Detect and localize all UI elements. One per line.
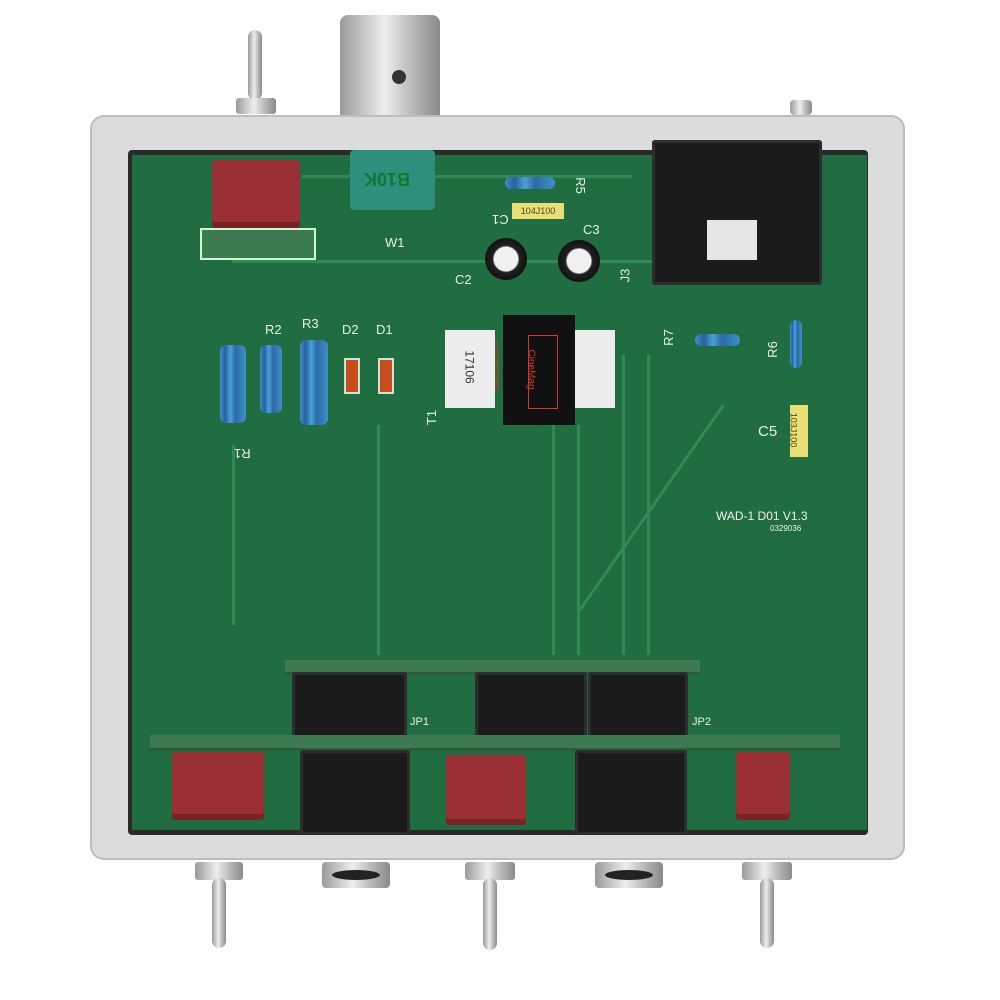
label-c5: C5 <box>758 423 778 440</box>
toggle-left-nut <box>195 862 243 880</box>
label-c2: C2 <box>455 272 472 287</box>
transformer-part-number: 17106 <box>462 350 477 384</box>
label-r6: R6 <box>764 341 780 358</box>
toggle-left-lever[interactable] <box>212 878 226 948</box>
jack-jp2[interactable] <box>575 750 687 835</box>
c1-marking: 104J100 <box>520 206 556 216</box>
jack-jp1-front-nut[interactable] <box>322 862 390 888</box>
cinemag-subtitle: USA TRANSFORMER <box>492 341 499 391</box>
label-r2: R2 <box>265 322 282 337</box>
label-d2: D2 <box>342 322 359 337</box>
transformer-right-bobbin <box>575 330 615 408</box>
c5-marking: 103J100 <box>788 412 799 448</box>
transformer-left-bobbin: 17106 <box>445 330 495 408</box>
label-c1: C1 <box>492 212 509 227</box>
top-toggle-lever[interactable] <box>248 30 262 100</box>
resistor-r2 <box>260 345 282 413</box>
board-model: WAD-1 D01 V1.3 <box>716 509 808 523</box>
transformer-core: CineMag USA TRANSFORMER <box>493 315 575 425</box>
label-r1: R1 <box>234 446 251 461</box>
label-jp2: JP2 <box>692 716 711 728</box>
label-r5: R5 <box>572 177 588 194</box>
resistor-r6 <box>790 320 802 368</box>
jack-jp2-front-nut[interactable] <box>595 862 663 888</box>
resistor-r7 <box>695 334 740 346</box>
label-j3: J3 <box>617 268 633 283</box>
label-d1: D1 <box>376 322 393 337</box>
label-r7: R7 <box>660 329 676 346</box>
cinemag-logo: CineMag <box>526 335 558 409</box>
knob-set-screw <box>392 70 406 84</box>
label-c3: C3 <box>583 222 600 237</box>
label-jp1: JP1 <box>410 716 429 728</box>
jack-jp1[interactable] <box>300 750 410 835</box>
diode-d2 <box>344 358 360 394</box>
capacitor-c1: 104J100 <box>512 203 564 219</box>
xlr-connector-j3[interactable] <box>652 140 822 285</box>
label-w1: W1 <box>385 235 405 250</box>
top-toggle-nut <box>236 98 276 114</box>
jack-jp2-rear[interactable] <box>588 672 688 742</box>
toggle-middle-nut <box>465 862 515 880</box>
resistor-r5 <box>505 177 555 189</box>
capacitor-c3 <box>558 240 600 282</box>
top-switch-pins <box>200 228 316 260</box>
xlr-latch <box>707 220 757 260</box>
top-switch-body[interactable] <box>212 160 300 228</box>
switch-middle[interactable] <box>446 755 526 825</box>
switch-right[interactable] <box>736 752 790 820</box>
label-r3: R3 <box>302 316 319 331</box>
capacitor-c5: 103J100 <box>788 405 808 457</box>
label-t1: T1 <box>424 409 440 426</box>
toggle-middle-lever[interactable] <box>483 878 497 950</box>
volume-knob[interactable] <box>340 15 440 115</box>
resistor-r3 <box>300 340 328 425</box>
diode-d1 <box>378 358 394 394</box>
connector-middle <box>475 672 587 740</box>
capacitor-c2 <box>485 238 527 280</box>
toggle-right-nut <box>742 862 792 880</box>
board-serial: 0329036 <box>770 524 802 533</box>
jack-jp1-rear[interactable] <box>292 672 407 742</box>
potentiometer-w1[interactable]: B10K <box>350 150 435 210</box>
top-right-screw <box>790 100 812 115</box>
toggle-right-lever[interactable] <box>760 878 774 948</box>
switch-left[interactable] <box>172 752 264 820</box>
lower-daughter-board <box>150 735 840 751</box>
transformer-t1: 17106 CineMag USA TRANSFORMER <box>445 315 615 425</box>
resistor-r1 <box>220 345 246 423</box>
pot-marking: B10K <box>364 169 411 189</box>
